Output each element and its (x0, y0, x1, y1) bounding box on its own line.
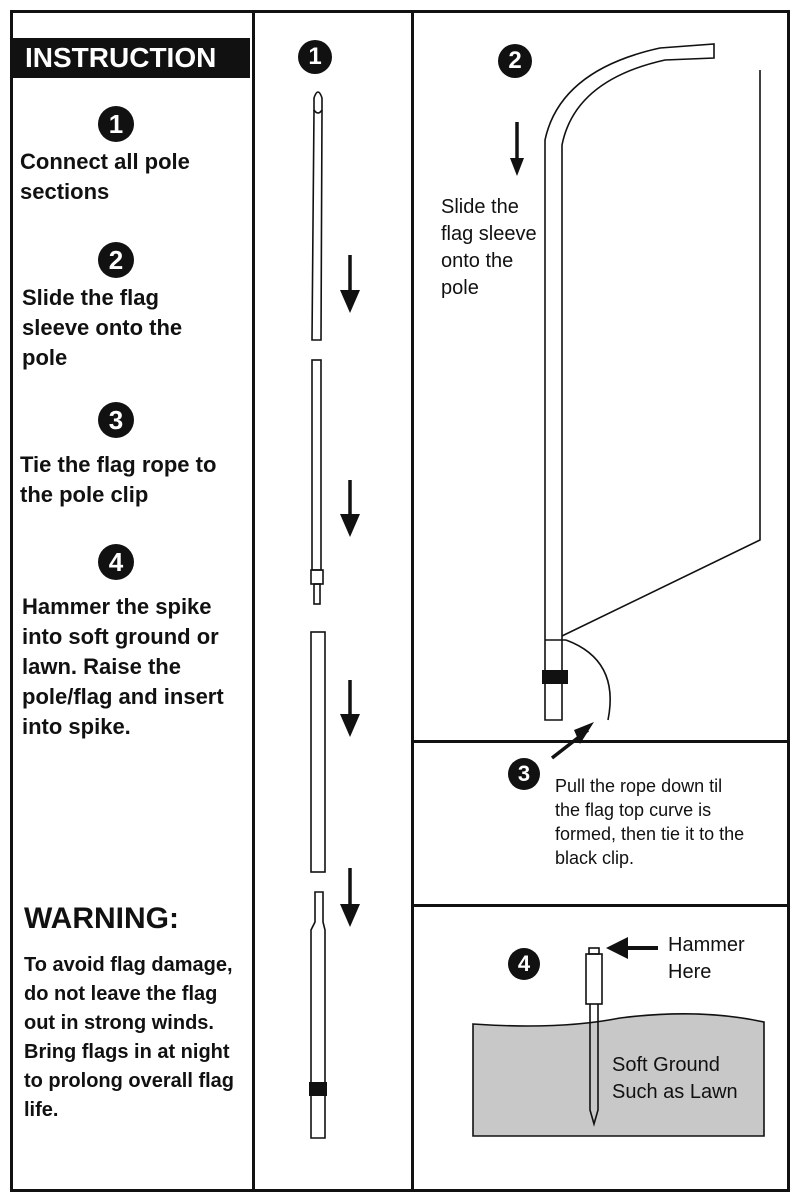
panel-2-caption: Slide the flag sleeve onto the pole (441, 196, 537, 299)
step-2-number: 2 (98, 242, 134, 278)
hammer-arrow (606, 937, 628, 959)
step-2-text: Slide the flag sleeve onto the pole (22, 285, 183, 370)
step-3-number: 3 (98, 402, 134, 438)
panel-3-caption: Pull the rope down til the flag top curv… (555, 776, 745, 868)
spike-sleeve (585, 953, 603, 1005)
panel-2-number: 2 (498, 44, 532, 78)
spike (589, 1004, 599, 1127)
panel-4-number: 4 (508, 948, 540, 980)
pole-section-4 (310, 891, 326, 1139)
step-1-text: Connect all pole sections (20, 149, 190, 204)
panel-3-number: 3 (508, 758, 540, 790)
step-3-text: Tie the flag rope to the pole clip (20, 452, 217, 507)
pole-clip (309, 1082, 327, 1096)
middle-step-number: 1 (298, 40, 332, 74)
step-4-number: 4 (98, 544, 134, 580)
panel-divider-2-3 (411, 740, 790, 743)
column-divider-2 (411, 10, 414, 1192)
warning-title: WARNING: (24, 902, 179, 935)
step-4-text: Hammer the spike into soft ground or law… (22, 594, 224, 739)
ground-label: Soft Ground Such as Lawn (612, 1054, 738, 1103)
instruction-heading: INSTRUCTION (13, 38, 250, 78)
warning-text: To avoid flag damage, do not leave the f… (24, 954, 235, 1121)
pole-section-3 (310, 631, 326, 873)
panel-divider-3-4 (411, 904, 790, 907)
step-1-number: 1 (98, 106, 134, 142)
flag-black-clip (542, 670, 568, 684)
outer-frame (10, 10, 790, 1192)
column-divider-1 (252, 10, 255, 1192)
soft-ground (472, 1013, 765, 1137)
hammer-label: Hammer Here (668, 934, 745, 983)
spike-cap (588, 947, 600, 955)
